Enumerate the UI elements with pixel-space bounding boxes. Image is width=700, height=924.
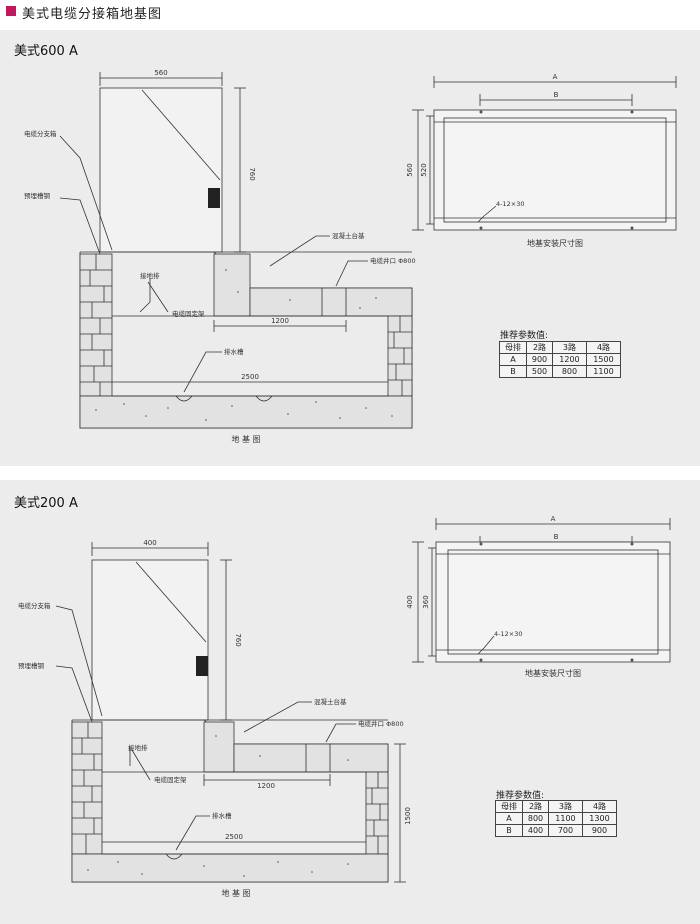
table-cell: 2路 xyxy=(522,800,549,813)
table-cell: 4路 xyxy=(581,800,618,813)
label-cable-box: 电缆分支箱 xyxy=(18,601,51,610)
table-cell: B xyxy=(498,365,528,378)
label-ground-bar: 接地排 xyxy=(128,743,148,752)
label-channel-steel: 预埋槽钢 xyxy=(18,661,45,670)
table-cell: 1100 xyxy=(547,812,583,825)
plan-dim-outer: 400 xyxy=(406,595,414,608)
table-row: 母排 2路 3路 4路 xyxy=(494,800,618,813)
plan-dim-outer: 560 xyxy=(406,163,414,176)
plan-dim-inner: 520 xyxy=(420,163,428,176)
table-cell: 1100 xyxy=(585,365,622,378)
table-cell: 700 xyxy=(547,824,583,837)
dim-1500: 1500 xyxy=(404,807,412,825)
table-cell: 400 xyxy=(522,824,549,837)
plan-dim-inner: 360 xyxy=(422,595,430,608)
table-cell: 1300 xyxy=(581,812,618,825)
plan-dim-b: B xyxy=(554,533,559,541)
table-row: B 500 800 1100 xyxy=(498,365,622,378)
section-title: 美式600 A xyxy=(14,44,78,59)
table-cell: 2路 xyxy=(526,341,553,354)
table-row: B 400 700 900 xyxy=(494,824,618,837)
label-drain: 排水槽 xyxy=(212,811,232,820)
param-table: 母排 2路 3路 4路 A 900 1200 1500 B 500 800 11… xyxy=(498,341,622,378)
label-ground-bar: 接地排 xyxy=(140,271,160,280)
table-cell: 4路 xyxy=(585,341,622,354)
param-table-title: 推荐参数值: xyxy=(496,791,545,801)
plan-hole-label: 4-12×30 xyxy=(496,200,524,208)
table-cell: 1200 xyxy=(551,353,587,366)
table-cell: 3路 xyxy=(551,341,587,354)
dim-1200: 1200 xyxy=(257,782,275,790)
section-200a: 美式200 A xyxy=(0,480,700,924)
table-cell: 500 xyxy=(526,365,553,378)
plan-dim-a: A xyxy=(553,73,558,81)
diagram-600a: 560 760 电缆分支箱 预埋槽钢 接地排 电缆固定架 混凝土台基 电缆井口 … xyxy=(24,69,677,444)
table-cell: A xyxy=(494,812,524,825)
dim-2500: 2500 xyxy=(241,373,259,381)
table-row: A 900 1200 1500 xyxy=(498,353,622,366)
plan-dim-b: B xyxy=(554,91,559,99)
front-caption: 地 基 图 xyxy=(231,434,260,444)
table-cell: 800 xyxy=(522,812,549,825)
label-drain: 排水槽 xyxy=(224,347,244,356)
plan-hole-label: 4-12×30 xyxy=(494,630,522,638)
plan-caption: 地基安装尺寸图 xyxy=(527,238,583,248)
table-cell: 900 xyxy=(526,353,553,366)
label-channel-steel: 预埋槽钢 xyxy=(24,191,51,200)
dim-1200: 1200 xyxy=(271,317,289,325)
label-cable-well: 电缆井口 Φ800 xyxy=(370,256,416,265)
front-height-dim: 760 xyxy=(234,633,242,646)
front-width-dim: 560 xyxy=(154,69,167,77)
label-cable-fixer: 电缆固定架 xyxy=(154,775,187,784)
table-row: 母排 2路 3路 4路 xyxy=(498,341,622,354)
table-cell: 母排 xyxy=(498,341,528,354)
table-cell: 1500 xyxy=(585,353,622,366)
page-title: 美式电缆分接箱地基图 xyxy=(22,7,163,22)
label-cable-well: 电缆井口 Φ800 xyxy=(358,719,404,728)
front-height-dim: 760 xyxy=(248,167,256,180)
table-cell: 母排 xyxy=(494,800,524,813)
header-accent-square xyxy=(6,6,16,16)
dim-2500: 2500 xyxy=(225,833,243,841)
param-table: 母排 2路 3路 4路 A 800 1100 1300 B 400 700 90… xyxy=(494,800,618,837)
table-row: A 800 1100 1300 xyxy=(494,812,618,825)
table-cell: 900 xyxy=(581,824,618,837)
plan-dim-a: A xyxy=(551,515,556,523)
label-cable-box: 电缆分支箱 xyxy=(24,129,57,138)
label-concrete-base: 混凝土台基 xyxy=(314,697,347,706)
label-concrete-base: 混凝土台基 xyxy=(332,231,365,240)
table-cell: 800 xyxy=(551,365,587,378)
table-cell: A xyxy=(498,353,528,366)
front-width-dim: 400 xyxy=(143,539,156,547)
front-caption: 地 基 图 xyxy=(221,888,250,898)
table-cell: B xyxy=(494,824,524,837)
diagram-200a: 400 760 电缆分支箱 预埋槽钢 接地排 电缆固定架 混凝土台基 电缆井口 … xyxy=(18,515,671,898)
page-header: 美式电缆分接箱地基图 xyxy=(0,0,700,24)
label-cable-fixer: 电缆固定架 xyxy=(172,309,205,318)
section-600a: 美式600 A xyxy=(0,30,700,466)
param-table-title: 推荐参数值: xyxy=(500,331,549,341)
section-title: 美式200 A xyxy=(14,496,78,511)
table-cell: 3路 xyxy=(547,800,583,813)
plan-caption: 地基安装尺寸图 xyxy=(525,668,581,678)
